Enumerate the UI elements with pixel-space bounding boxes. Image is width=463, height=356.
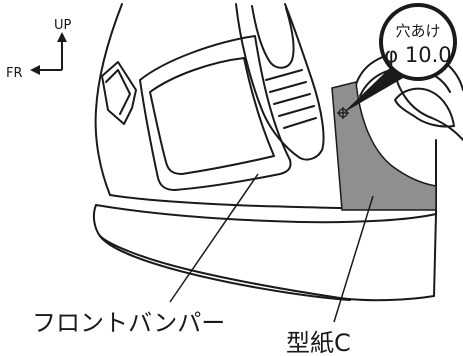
direction-indicator (30, 32, 67, 75)
template-label: 型紙C (286, 329, 351, 356)
fog-light-tab-inner (105, 69, 131, 115)
bumper-label: フロントバンパー (32, 309, 225, 337)
mirror-shape (394, 87, 455, 128)
corner-edge (433, 139, 437, 297)
bumper-top-rail (95, 204, 437, 224)
callout-pointer (343, 64, 410, 113)
fog-light-tab (101, 61, 137, 125)
bumper-lower-lip (99, 235, 351, 301)
callout-text-line1: 穴あけ (395, 22, 440, 40)
bumper-leader (169, 173, 259, 303)
leader-lines (169, 173, 374, 323)
rear-contour (391, 59, 463, 141)
headlight-inner (251, 5, 295, 69)
up-label: UP (54, 18, 72, 33)
headlight-housing (235, 3, 325, 161)
grille-outer (139, 35, 292, 191)
bumper-face (92, 204, 435, 302)
fender-line (94, 3, 123, 196)
callout-text-line2: φ 10.0 (384, 43, 451, 67)
template-c (331, 81, 437, 211)
bumper-panel-edge (109, 194, 343, 209)
headlight-slats (265, 69, 317, 129)
grille-inner (149, 57, 275, 175)
front-label: FR (6, 66, 23, 81)
up-arrow-head (57, 32, 67, 42)
front-arrow-head (30, 65, 40, 75)
bumper-outline (92, 3, 463, 302)
template-leader (333, 195, 374, 323)
callout-bubble (379, 3, 457, 81)
